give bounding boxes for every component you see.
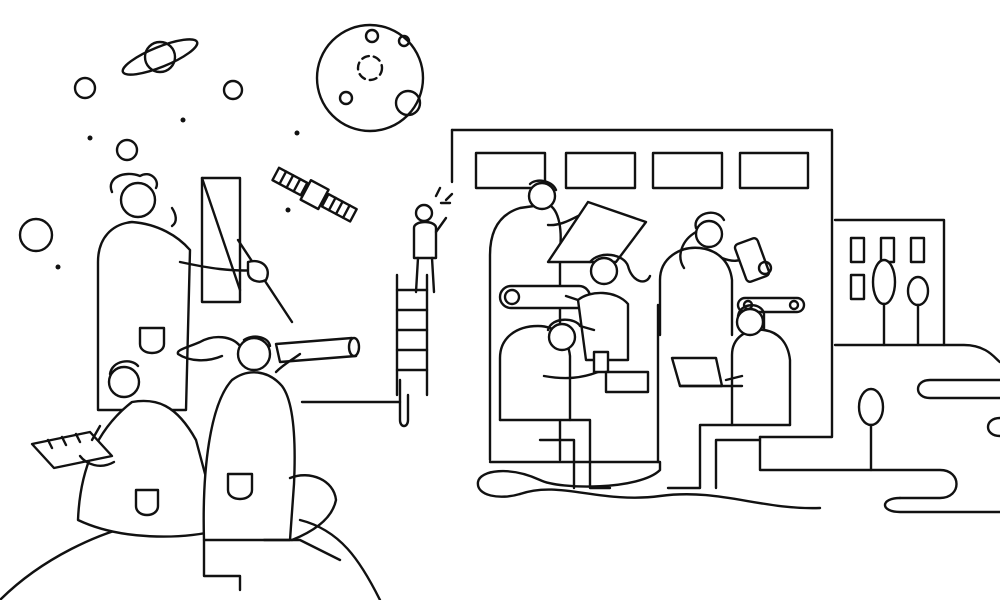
worker-at-machine xyxy=(658,211,750,337)
robot-arm-icon xyxy=(733,237,806,314)
bubble-icon xyxy=(18,76,244,253)
factory-building xyxy=(450,128,834,464)
conveyor-roller-icon xyxy=(498,284,592,310)
road-lines xyxy=(300,343,1000,514)
star-icon xyxy=(55,117,300,270)
telescope-icon xyxy=(274,336,361,364)
worker-assembling xyxy=(498,318,650,490)
worker-on-ladder xyxy=(412,186,454,294)
worker-at-roller xyxy=(564,253,652,362)
moon-icon xyxy=(315,23,425,133)
laptop-icon xyxy=(670,356,744,388)
factory-windows xyxy=(474,151,810,190)
small-building xyxy=(833,218,946,347)
satellite-icon xyxy=(271,166,358,223)
scientist-with-telescope xyxy=(176,335,361,592)
ladder-icon xyxy=(395,273,429,397)
planet-icon xyxy=(121,38,199,76)
scientist-with-notepad xyxy=(30,360,222,538)
sky-decorations xyxy=(18,23,425,270)
worker-with-laptop xyxy=(666,304,792,490)
tree-icon xyxy=(857,258,930,472)
